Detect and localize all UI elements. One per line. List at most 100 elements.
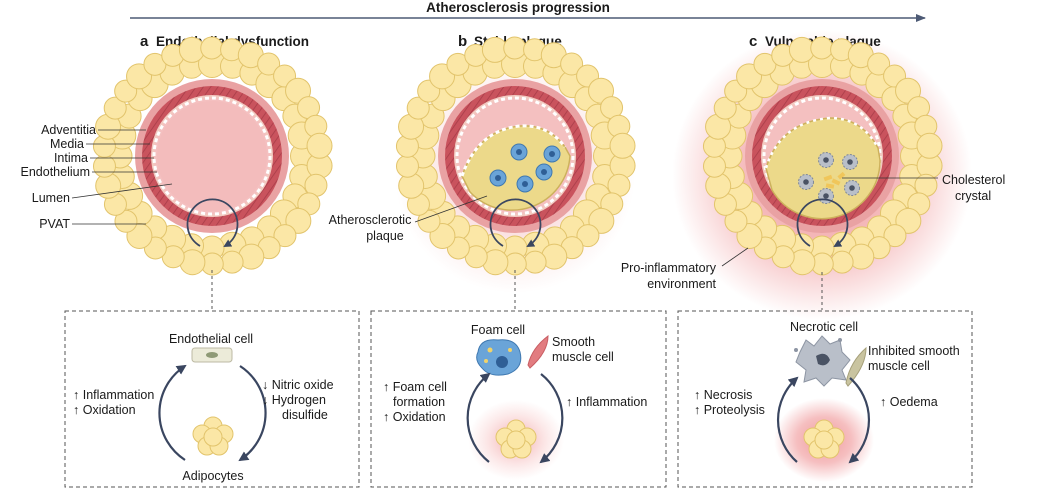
lumen <box>157 101 267 211</box>
foam-cell-nucleus <box>495 175 501 181</box>
label-plaque: plaque <box>366 229 404 243</box>
adipocyte <box>114 209 138 233</box>
arrow-down-c <box>848 377 871 464</box>
label-foam-cell: Foam cell <box>471 323 525 337</box>
label-endothelial-cell: Endothelial cell <box>169 332 253 346</box>
adipocyte <box>306 132 333 159</box>
foam-cell-nucleus <box>549 151 555 157</box>
necrotic-cell-nucleus <box>823 193 829 199</box>
environment-label-c: Pro-inflammatory environment <box>621 247 749 291</box>
adipocyte <box>609 132 636 159</box>
box-a-left-2: ↑ Oxidation <box>73 403 136 417</box>
panel-a-letter: a <box>140 33 149 50</box>
adipocyte <box>883 224 907 248</box>
panel-c-letter: c <box>749 33 757 50</box>
smooth-muscle-cell-shape <box>527 334 549 369</box>
adipocyte <box>814 430 834 450</box>
arrow-down-a <box>238 365 267 462</box>
label-adventitia: Adventitia <box>41 123 96 137</box>
detail-box-c <box>677 310 973 488</box>
label-muscle-cell-c: muscle cell <box>868 359 930 373</box>
adipocytes-c <box>803 419 845 459</box>
inhibited-smc-shape <box>845 346 867 387</box>
adipocyte <box>103 96 127 120</box>
arrow-up-a <box>158 364 187 461</box>
endothelial-cell-nucleus <box>206 352 218 358</box>
adipocyte <box>713 96 737 120</box>
label-atherosclerotic: Atherosclerotic <box>329 213 412 227</box>
label-necrotic-cell: Necrotic cell <box>790 320 858 334</box>
foam-cell-nucleus <box>516 149 522 155</box>
label-crystal: crystal <box>955 189 991 203</box>
adipocyte <box>273 224 297 248</box>
adipocyte <box>395 154 419 178</box>
detail-box-b <box>370 310 667 488</box>
crosstalk-arrow-c <box>796 198 849 248</box>
vessel-c <box>745 79 899 248</box>
box-b-left-2: formation <box>393 395 445 409</box>
label-muscle-cell: muscle cell <box>552 350 614 364</box>
layer-labels-a: Adventitia Media Intima Endothelium Lume… <box>21 123 173 231</box>
adipocyte <box>503 36 527 60</box>
box-c-content: Necrotic cell Inhibited smooth muscle ce… <box>694 320 960 482</box>
adipocyte <box>523 250 547 274</box>
box-c-right-1: ↑ Oedema <box>880 395 938 409</box>
plaque-label-b: Atherosclerotic plaque <box>329 195 488 243</box>
adipocyte <box>506 430 526 450</box>
detail-box-a <box>64 310 360 488</box>
label-cholesterol: Cholesterol <box>942 173 1005 187</box>
adipocyte <box>916 132 943 159</box>
box-a-right-2: ↓ Hydrogen <box>262 393 326 407</box>
progression-title: Atherosclerosis progression <box>426 0 610 15</box>
label-adipocytes: Adipocytes <box>182 469 243 483</box>
box-a-right-3: disulfide <box>282 408 328 422</box>
box-c-left-1: ↑ Necrosis <box>694 388 752 402</box>
adipocyte <box>406 96 430 120</box>
vessel-b <box>438 79 592 248</box>
box-c-left-2: ↑ Proteolysis <box>694 403 765 417</box>
label-environment: environment <box>647 277 716 291</box>
necrotic-cell-nucleus <box>823 157 829 163</box>
adipocyte <box>810 36 834 60</box>
arrow-up-b <box>466 372 491 463</box>
adipocyte <box>92 154 116 178</box>
crosstalk-arrow-b <box>489 198 542 248</box>
label-intima: Intima <box>54 151 88 165</box>
crystal-label-c: Cholesterol crystal <box>842 173 1005 203</box>
adipocyte <box>702 154 726 178</box>
foam-cell-nucleus <box>522 181 528 187</box>
label-smooth: Smooth <box>552 335 595 349</box>
necrotic-cell-nucleus <box>803 179 809 185</box>
box-b-left-1: ↑ Foam cell <box>383 380 447 394</box>
adipocyte <box>203 427 223 447</box>
adipocyte <box>830 250 854 274</box>
pvat-ring-c <box>702 36 943 276</box>
label-inhibited-smooth: Inhibited smooth <box>868 344 960 358</box>
arrow-up-c <box>776 376 799 463</box>
adipocyte <box>560 52 584 76</box>
label-media: Media <box>50 137 84 151</box>
box-b-left-3: ↑ Oxidation <box>383 410 446 424</box>
adipocyte <box>867 52 891 76</box>
necrotic-cell-nucleus <box>847 159 853 165</box>
progression-arrow: Atherosclerosis progression <box>130 0 926 22</box>
adipocyte <box>724 209 748 233</box>
foam-cell-nucleus <box>541 169 547 175</box>
label-endothelium: Endothelium <box>21 165 91 179</box>
adipocyte <box>576 224 600 248</box>
vessel-a <box>135 79 289 248</box>
panel-b-letter: b <box>458 33 467 50</box>
label-lumen: Lumen <box>32 191 70 205</box>
adipocyte <box>257 52 281 76</box>
adipocyte <box>200 36 224 60</box>
adipocyte <box>220 250 244 274</box>
box-a-left-1: ↑ Inflammation <box>73 388 154 402</box>
pvat-ring-b <box>395 36 636 276</box>
label-pro-inflammatory: Pro-inflammatory <box>621 261 717 275</box>
box-b-right-1: ↑ Inflammation <box>566 395 647 409</box>
arrow-down-b <box>539 373 564 464</box>
box-a-right-1: ↓ Nitric oxide <box>262 378 334 392</box>
adipocytes-a <box>192 416 234 456</box>
crosstalk-arrow-a <box>186 198 239 248</box>
